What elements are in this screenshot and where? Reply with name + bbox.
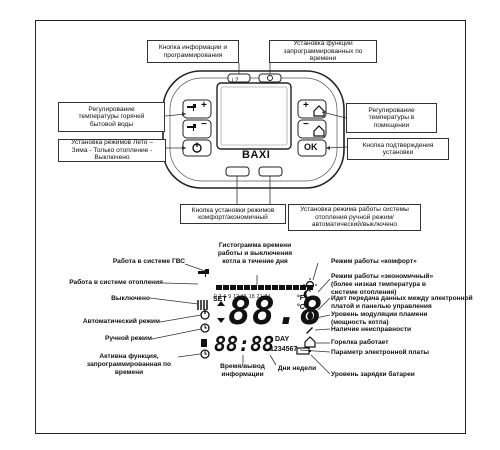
- comfort-label: Режим работы «комфорт»: [331, 258, 417, 265]
- summer-winter-callout: Установка режимов Лето – Зима - Только о…: [58, 139, 166, 162]
- comfort-eco-button: [225, 166, 250, 177]
- program-functions-callout: Установка функций запрограммированных по…: [269, 40, 377, 63]
- weekdays-label: Дни недели: [277, 365, 317, 372]
- room-temp-callout: Регулирование температуры в помещении: [346, 103, 437, 133]
- dhw-plus-button: [182, 99, 212, 119]
- histogram-hours: 0 3 6 9 12 15 18 21 24: [214, 294, 271, 300]
- wrench-icon: [306, 327, 313, 334]
- info-key-label: i ?: [232, 78, 239, 84]
- battery-label: Уровень зарядки батареи: [331, 371, 415, 378]
- plus-sign: +: [303, 100, 309, 111]
- economy-label: Режим работы «экономичный» (более низкая…: [331, 273, 434, 296]
- tap-icon: [198, 269, 209, 277]
- minus-sign: −: [201, 119, 207, 130]
- room-minus-button: [297, 119, 327, 139]
- info-button-callout: Кнопка информации и программирования: [147, 40, 239, 63]
- comfort-eco-callout: Кнопка установки режимов комфорт/экономи…: [180, 204, 286, 224]
- manual-mode-icon: [201, 339, 207, 347]
- sun-icon: [305, 280, 315, 290]
- flame-level-label: Уровень модуляции пламени (мощность котл…: [331, 311, 428, 326]
- unit-celsius: °C: [297, 304, 305, 311]
- confirm-button-callout: Кнопка подтверждения установки: [347, 138, 449, 160]
- tap-icon: [187, 124, 196, 131]
- house-flame-icon: [304, 336, 316, 348]
- unit-fahrenheit: °F: [297, 295, 305, 302]
- temperature-digits: 88.8: [228, 289, 324, 333]
- plus-sign: +: [201, 100, 207, 111]
- heating-mode-callout: Установка режима работы системы отоплени…: [288, 204, 421, 231]
- program-active-icon: [200, 349, 210, 359]
- auto-mode-icon: [200, 323, 210, 333]
- fault-label: Наличие неисправности: [331, 326, 412, 333]
- diagram-frame: [35, 20, 466, 434]
- house-icon: [313, 125, 325, 137]
- heating-mode-label: Работа в системе отопления: [69, 279, 163, 286]
- dhw-temp-callout: Регулирование температуры горячей бытово…: [58, 102, 165, 132]
- up-arrow-icon: [217, 301, 225, 306]
- battery-icon: [296, 347, 310, 355]
- radiator-icon: [197, 300, 208, 310]
- histogram-bars: [216, 285, 313, 290]
- manual-mode-label: Ручной режим: [104, 335, 152, 342]
- down-arrow-icon: [217, 318, 225, 323]
- histogram-label: Гистограмма времени работы и выключения …: [217, 242, 293, 265]
- device-display: [216, 82, 292, 150]
- device-body-inner: [169, 77, 338, 182]
- tap-icon: [187, 104, 196, 111]
- clock-icon: [267, 75, 273, 81]
- clock-digits: 88:88: [214, 332, 275, 356]
- heating-mode-button: [258, 166, 283, 177]
- minus-sign: −: [303, 119, 309, 130]
- set-label: SET: [213, 296, 227, 303]
- brand-logo: BAXI: [242, 149, 271, 161]
- flame-icon: [307, 310, 314, 320]
- day-label: DAY: [275, 336, 290, 343]
- dhw-minus-button: [182, 119, 212, 139]
- room-plus-button: [297, 99, 327, 119]
- ok-key-label: OK: [304, 142, 318, 152]
- moon-icon: [303, 289, 313, 300]
- data-transfer-label: Идет передача данных между электронной п…: [331, 295, 473, 310]
- auto-mode-label: Автоматический режим: [82, 318, 160, 325]
- weekday-digits: 1234567: [270, 346, 298, 353]
- active-function-label: Активна функция, запрограммированная по …: [86, 353, 172, 376]
- parameter-label: Параметр электронной платы: [331, 349, 430, 356]
- off-label: Выключено: [111, 295, 150, 302]
- dhw-mode-label: Работа в системе ГВС: [112, 258, 185, 265]
- burner-on-label: Горелка работает: [331, 339, 389, 346]
- time-output-label: Время/вывод информации: [220, 363, 265, 378]
